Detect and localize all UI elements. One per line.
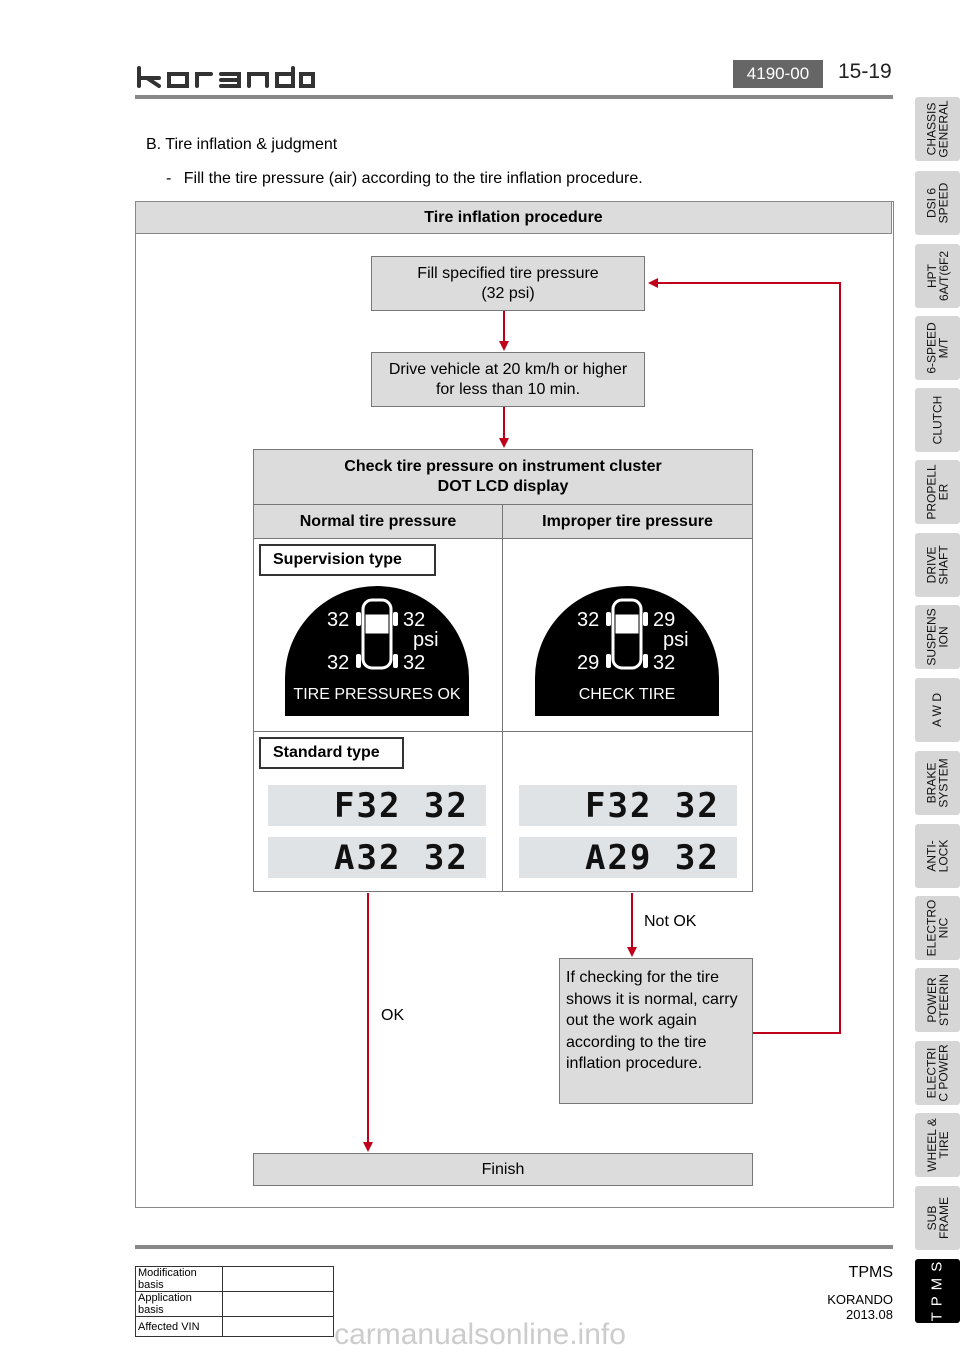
step1-line1: Fill specified tire pressure [417,264,599,282]
check-line1: Check tire pressure on instrument cluste… [344,458,662,475]
improper-message: CHECK TIRE [579,686,676,703]
header-rule [135,95,893,99]
tab-anti-lock[interactable]: ANTI- LOCK [915,824,960,888]
normal-message: TIRE PRESSURES OK [293,686,460,703]
tab-drive-shaft[interactable]: DRIVE SHAFT [915,533,960,597]
section-title: B. Tire inflation & judgment [146,136,338,153]
normal-lcd-rear-text: A32 32 [334,838,469,878]
section-code-badge: 4190-00 [733,60,823,88]
standard-type-label: Standard type [259,737,404,769]
revision-table: Modification basis Application basis Aff… [135,1266,334,1337]
check-line2: DOT LCD display [437,478,569,495]
normal-lcd-rear: A32 32 [268,837,486,878]
watermark: carmanualsonline.info [334,1318,626,1351]
improper-tire-gauge: 32 29 psi 29 32 CHECK TIRE [535,586,719,716]
tab-awd[interactable]: A W D [915,678,960,742]
tab-6-speed-mt[interactable]: 6-SPEED M/T [915,316,960,380]
col-header-normal: Normal tire pressure [253,504,503,539]
bullet-line: - Fill the tire pressure (air) according… [166,170,643,188]
normal-tire-gauge: 32 32 psi 32 32 TIRE PRESSURES OK [285,586,469,716]
tab-hpt-6at[interactable]: HPT 6A/T(6F2 [915,244,960,308]
application-basis-label: Application basis [135,1291,223,1317]
tab-power-steering[interactable]: POWER STEERIN [915,968,960,1032]
footer-rule [135,1245,893,1249]
car-outline-icon [611,598,643,670]
improper-lcd-rear-text: A29 32 [585,838,720,878]
improper-unit: psi [663,629,689,651]
tab-suspension[interactable]: SUSPENS ION [915,605,960,669]
tab-electronic[interactable]: ELECTRO NIC [915,896,960,960]
tab-propeller[interactable]: PROPELL ER [915,460,960,524]
tab-wheel-tire[interactable]: WHEEL & TIRE [915,1113,960,1177]
not-ok-label: Not OK [644,913,697,930]
step2-line2: for less than 10 min. [435,380,581,398]
tab-brake-system[interactable]: BRAKE SYSTEM [915,751,960,815]
bullet-text: Fill the tire pressure (air) according t… [183,170,643,187]
modification-basis-label: Modification basis [135,1266,223,1292]
tab-tpms-active[interactable]: T P M S [915,1259,960,1323]
tab-clutch[interactable]: CLUTCH [915,388,960,452]
affected-vin-label: Affected VIN [135,1316,223,1337]
col-header-improper: Improper tire pressure [502,504,753,539]
procedure-title: Tire inflation procedure [135,201,892,234]
cell-standard-improper [502,731,753,892]
step-drive-vehicle: Drive vehicle at 20 km/h or higher for l… [371,352,645,407]
recheck-note: If checking for the tire shows it is nor… [559,958,753,1104]
tab-sub-frame[interactable]: SUB FRAME [915,1186,960,1250]
bullet-marker: - [166,170,172,187]
normal-rr: 32 [403,652,425,674]
step2-line1: Drive vehicle at 20 km/h or higher [388,360,628,378]
tab-dsi-6-speed[interactable]: DSI 6 SPEED [915,171,960,235]
footer-section-name: TPMS [848,1264,893,1281]
page-number: 15-19 [838,60,892,83]
improper-fl: 32 [577,609,599,631]
normal-rl: 32 [327,652,349,674]
footer-edition: KORANDO 2013.08 [827,1292,893,1322]
normal-fl: 32 [327,609,349,631]
tab-electric-power[interactable]: ELECTRI C POWER [915,1041,960,1105]
improper-rr: 32 [653,652,675,674]
improper-lcd-front: F32 32 [519,785,737,826]
improper-fr: 29 [653,609,675,631]
ok-label: OK [381,1007,405,1024]
supervision-type-label: Supervision type [259,544,436,576]
normal-fr: 32 [403,609,425,631]
car-outline-icon [361,598,393,670]
check-table-title: Check tire pressure on instrument cluste… [253,449,753,505]
korando-logo [137,66,315,88]
normal-lcd-front: F32 32 [268,785,486,826]
arrow-note-loop-back [648,278,841,1034]
tab-chassis-general[interactable]: CHASSIS GENERAL [915,97,960,161]
step-fill-pressure: Fill specified tire pressure (32 psi) [371,256,645,311]
improper-rl: 29 [577,652,599,674]
improper-lcd-rear: A29 32 [519,837,737,878]
step1-line2: (32 psi) [481,284,535,302]
normal-lcd-front-text: F32 32 [334,786,469,826]
finish-box: Finish [253,1153,753,1186]
normal-unit: psi [413,629,439,651]
improper-lcd-front-text: F32 32 [585,786,720,826]
